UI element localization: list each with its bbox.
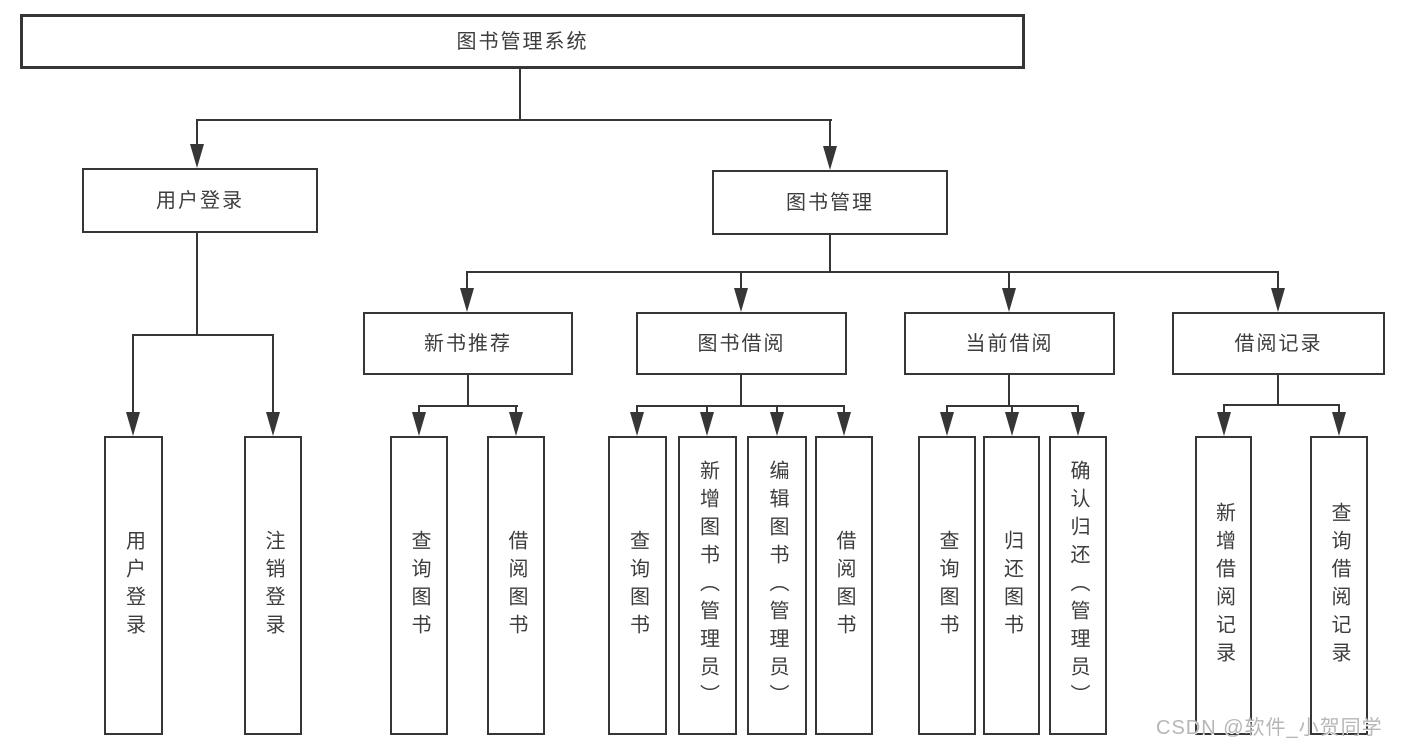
leaf-label: 借阅图书 [505, 529, 527, 642]
leaf-label: 确认归还（管理员） [1067, 459, 1089, 712]
arrow-down-icon [509, 412, 523, 436]
arrow-down-icon [940, 412, 954, 436]
leaf-query-books-current: 查询图书 [918, 436, 976, 735]
arrow-down-icon [1005, 412, 1019, 436]
node-label: 新书推荐 [424, 332, 512, 355]
leaf-label: 借阅图书 [833, 529, 855, 642]
connector-line [1338, 404, 1340, 415]
connector-line [197, 119, 832, 121]
arrow-down-icon [734, 288, 748, 312]
connector-line [1223, 404, 1225, 415]
connector-line [1077, 405, 1079, 415]
leaf-borrow-books-recommend: 借阅图书 [487, 436, 545, 735]
connector-line [740, 375, 742, 407]
arrow-down-icon [1332, 412, 1346, 436]
node-borrowing-records: 借阅记录 [1172, 312, 1385, 375]
arrow-down-icon [700, 412, 714, 436]
leaf-label: 归还图书 [1000, 529, 1023, 642]
leaf-label: 查询图书 [626, 529, 649, 642]
node-book-borrowing: 图书借阅 [636, 312, 847, 375]
connector-line [196, 233, 198, 336]
node-current-borrowing: 当前借阅 [904, 312, 1115, 375]
leaf-query-books-recommend: 查询图书 [390, 436, 448, 735]
connector-line [946, 405, 948, 415]
leaf-add-book-admin: 新增图书（管理员） [678, 436, 737, 735]
arrow-down-icon [823, 146, 837, 170]
node-label: 图书管理系统 [456, 30, 589, 53]
connector-line [636, 405, 845, 407]
leaf-edit-book-admin: 编辑图书（管理员） [747, 436, 807, 735]
arrow-down-icon [1271, 288, 1285, 312]
leaf-label: 新增借阅记录 [1212, 501, 1235, 670]
connector-line [1277, 375, 1279, 406]
arrow-down-icon [460, 288, 474, 312]
leaf-label: 用户登录 [122, 529, 145, 642]
connector-line [418, 405, 420, 415]
connector-line [515, 405, 517, 415]
leaf-user-login: 用户登录 [104, 436, 163, 735]
connector-line [196, 119, 198, 147]
connector-line [272, 334, 274, 414]
connector-line [706, 405, 708, 415]
leaf-confirm-return-admin: 确认归还（管理员） [1049, 436, 1107, 735]
leaf-label: 查询借阅记录 [1328, 501, 1350, 670]
arrow-down-icon [770, 412, 784, 436]
leaf-label: 编辑图书（管理员） [766, 459, 788, 712]
leaf-label: 查询图书 [408, 529, 430, 642]
connector-line [843, 405, 845, 415]
arrow-down-icon [1217, 412, 1231, 436]
arrow-down-icon [630, 412, 644, 436]
connector-line [636, 405, 638, 415]
leaf-logout: 注销登录 [244, 436, 302, 735]
node-label: 当前借阅 [965, 332, 1054, 355]
arrow-down-icon [412, 412, 426, 436]
connector-line [1008, 271, 1010, 291]
connector-line [418, 405, 518, 407]
leaf-return-book: 归还图书 [983, 436, 1040, 735]
connector-line [467, 375, 469, 407]
node-user-login: 用户登录 [82, 168, 318, 233]
arrow-down-icon [126, 412, 140, 436]
arrow-down-icon [190, 144, 204, 168]
node-label: 图书管理 [786, 191, 874, 214]
node-root: 图书管理系统 [20, 14, 1025, 69]
connector-line [1008, 375, 1010, 407]
node-label: 用户登录 [156, 189, 244, 212]
connector-line [829, 235, 831, 273]
arrow-down-icon [266, 412, 280, 436]
leaf-query-borrow-record: 查询借阅记录 [1310, 436, 1368, 735]
node-label: 借阅记录 [1234, 332, 1323, 355]
arrow-down-icon [1002, 288, 1016, 312]
arrow-down-icon [1071, 412, 1085, 436]
connector-line [740, 271, 742, 291]
connector-line [829, 119, 831, 149]
connector-line [1223, 404, 1340, 406]
connector-line [776, 405, 778, 415]
csdn-watermark: CSDN @软件_小贺同学 [1156, 717, 1383, 739]
node-book-management: 图书管理 [712, 170, 948, 235]
leaf-borrow-books: 借阅图书 [815, 436, 873, 735]
connector-line [466, 271, 1279, 273]
leaf-add-borrow-record: 新增借阅记录 [1195, 436, 1252, 735]
leaf-label: 注销登录 [262, 529, 284, 642]
leaf-query-books-borrowing: 查询图书 [608, 436, 667, 735]
connector-line [519, 66, 521, 120]
connector-line [466, 271, 468, 291]
connector-line [132, 334, 134, 414]
node-label: 图书借阅 [697, 332, 786, 355]
connector-line [1011, 405, 1013, 415]
leaf-label: 查询图书 [936, 529, 958, 642]
arrow-down-icon [837, 412, 851, 436]
leaf-label: 新增图书（管理员） [696, 459, 719, 712]
node-new-book-recommend: 新书推荐 [363, 312, 573, 375]
connector-line [1277, 271, 1279, 291]
connector-line [132, 334, 274, 336]
